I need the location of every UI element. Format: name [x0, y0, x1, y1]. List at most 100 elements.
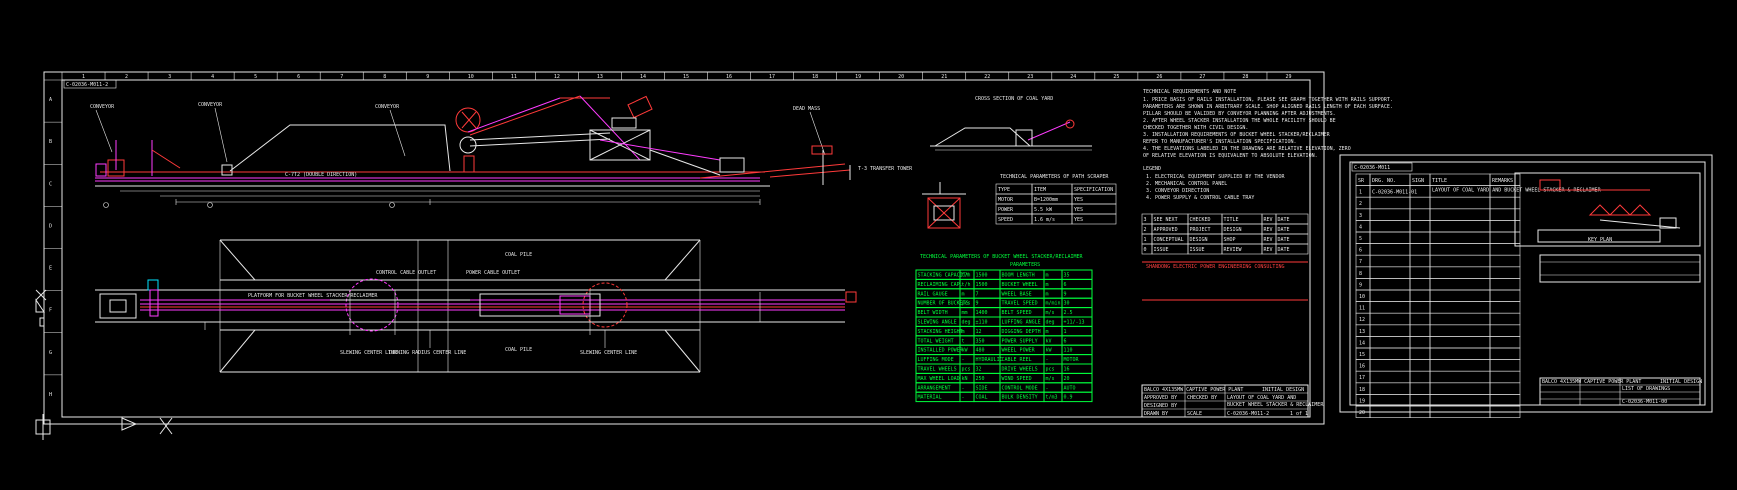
- legend-line: 4. POWER SUPPLY & CONTROL CABLE TRAY: [1146, 195, 1254, 201]
- revision-cell: ISSUE: [1190, 247, 1205, 253]
- params-cell: BULK DENSITY: [1002, 395, 1038, 401]
- scraper-cell: ITEM: [1034, 187, 1046, 193]
- params-cell: 20: [1064, 376, 1070, 382]
- params-cell: BELT SPEED: [1002, 310, 1032, 316]
- belt-upper-label: C-7T2 (DOUBLE DIRECTION): [285, 172, 357, 178]
- list-header-cell: TITLE: [1432, 178, 1447, 184]
- sheet-ref-box: [63, 79, 117, 89]
- border-letter: G: [49, 350, 52, 356]
- revision-cell: TITLE: [1224, 217, 1239, 223]
- params-cell: -: [962, 385, 965, 391]
- scraper-cell: TYPE: [998, 187, 1010, 193]
- list-row-number: 14: [1359, 340, 1365, 346]
- slewing-center-line-1: SLEWING CENTER LINE: [340, 350, 397, 356]
- tb-title-2: BUCKET WHEEL STACKER & RECLAIMER: [1227, 402, 1324, 408]
- params-cell: m/s: [1046, 310, 1055, 316]
- params-cell: 0.9: [1064, 395, 1073, 401]
- list-first-title: LAYOUT OF COAL YARD AND BUCKET WHEEL STA…: [1432, 188, 1602, 194]
- rs-drawing-no: C-02036-M011-00: [1622, 399, 1667, 405]
- list-header-cell: SIGN: [1412, 178, 1424, 184]
- params-cell: -: [1046, 385, 1049, 391]
- params-cell: deg: [962, 320, 971, 326]
- border-number: 6: [297, 74, 300, 80]
- key-plan-label: KEY PLAN: [1588, 237, 1612, 243]
- params-cell: DRIVE WHEELS: [1002, 367, 1038, 373]
- params-cell: kV: [1046, 338, 1052, 344]
- scraper-cell: 1.6 m/s: [1034, 217, 1055, 223]
- border-number: 15: [683, 74, 689, 80]
- revision-cell: APPROVED: [1154, 227, 1178, 233]
- coal-pile-bottom-label: COAL PILE: [505, 347, 532, 353]
- note-line: 3. INSTALLATION REQUIREMENTS OF BUCKET W…: [1143, 132, 1331, 138]
- notes-title: TECHNICAL REQUIREMENTS AND NOTE: [1143, 89, 1236, 95]
- params-cell: DIGGING DEPTH: [1002, 329, 1041, 335]
- params-cell: BOOM LENGTH: [1002, 273, 1035, 279]
- params-cell: CABLE REEL: [1002, 357, 1032, 363]
- border-number: 16: [726, 74, 732, 80]
- revision-cell: DESIGN: [1190, 237, 1208, 243]
- params-cell: m/s: [1046, 376, 1055, 382]
- notes-list: 1. PRICE BASIS OF RAILS INSTALLATION, PL…: [1143, 97, 1393, 159]
- tb-project: BALCO 4X135MW CAPTIVE POWER PLANT: [1144, 387, 1243, 393]
- params-cell: 110: [1064, 348, 1073, 354]
- list-row-number: 19: [1359, 398, 1365, 404]
- params-subtitle: PARAMETERS: [1010, 262, 1040, 268]
- border-number: 9: [426, 74, 429, 80]
- list-row-number: 3: [1359, 213, 1362, 219]
- params-cell: AUTO: [1064, 385, 1076, 391]
- tb-scale: SCALE: [1187, 411, 1202, 417]
- params-cell: pcs: [962, 301, 971, 307]
- list-row-number: 9: [1359, 282, 1362, 288]
- revision-cell: CHECKED: [1190, 217, 1211, 223]
- revision-cell: SEE NEXT: [1154, 217, 1178, 223]
- params-cell: COAL: [976, 395, 988, 401]
- revision-cell: DATE: [1278, 247, 1290, 253]
- list-row-number: 6: [1359, 248, 1362, 254]
- params-cell: 32: [976, 367, 982, 373]
- cross-section-view: [930, 119, 1092, 151]
- note-line: 2. AFTER WHEEL STACKER INSTALLATION THE …: [1143, 118, 1336, 124]
- scraper-cell: SPECIFICATION: [1074, 187, 1113, 193]
- plan-view: [95, 239, 857, 373]
- params-cell: +11/-13: [1064, 320, 1085, 326]
- params-cell: m: [1046, 291, 1049, 297]
- border-number: 24: [1070, 74, 1076, 80]
- params-cell: -: [962, 357, 965, 363]
- params-cell: m: [1046, 282, 1049, 288]
- params-cell: 1400: [976, 310, 988, 316]
- params-cell: 1500: [976, 282, 988, 288]
- list-first-entry: C-02036-M011-01: [1372, 190, 1417, 196]
- border-number: 28: [1242, 74, 1248, 80]
- revision-cell: PROJECT: [1190, 227, 1211, 233]
- border-number: 18: [812, 74, 818, 80]
- params-cell: LUFFING MODE: [918, 357, 954, 363]
- params-cell: 2.5: [1064, 310, 1073, 316]
- note-line: REFER TO MANUFACTURER'S INSTALLATION SPE…: [1143, 139, 1297, 145]
- revision-cell: 0: [1144, 247, 1147, 253]
- params-cell: m: [1046, 273, 1049, 279]
- revision-cell: REV: [1264, 217, 1273, 223]
- revision-cell: REV: [1264, 247, 1273, 253]
- revision-cell: CONCEPTUAL: [1154, 237, 1184, 243]
- params-cell: kW: [962, 348, 969, 354]
- list-row-number: 7: [1359, 259, 1362, 265]
- control-cable-label: CONTROL CABLE OUTLET: [376, 270, 436, 276]
- params-cell: 12: [976, 329, 982, 335]
- params-cell: kN: [962, 376, 968, 382]
- params-cell: 6: [1064, 282, 1067, 288]
- params-cell: 30: [1064, 301, 1070, 307]
- tag-conveyor-3: CONVEYOR: [375, 104, 400, 110]
- params-cell: STACKING CAPACITY: [918, 273, 969, 279]
- legend-line: 1. ELECTRICAL EQUIPMENT SUPPLIED BY THE …: [1146, 174, 1285, 180]
- list-row-number: 12: [1359, 317, 1365, 323]
- elevation-view: [95, 95, 851, 208]
- list-row-number: 15: [1359, 352, 1365, 358]
- list-row-number: 17: [1359, 375, 1365, 381]
- border-letter: A: [49, 97, 52, 103]
- revision-cell: ISSUE: [1154, 247, 1169, 253]
- params-cell: t/h: [962, 273, 971, 279]
